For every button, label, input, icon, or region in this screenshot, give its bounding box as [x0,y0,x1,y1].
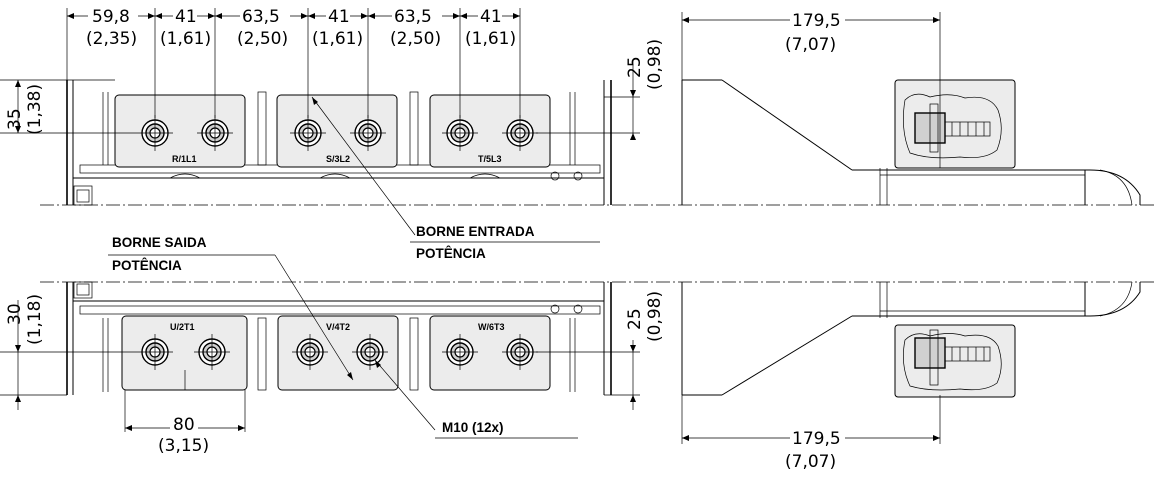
bolt [502,334,538,370]
terminal-label-r: R/1L1 [172,154,197,164]
dim-pitch-1-in: (1,61) [160,29,211,49]
terminal-plate-r [114,94,246,168]
right-dimension-lines [536,60,640,410]
bolt [292,334,328,370]
terminal-label-v: V/4T2 [326,322,350,332]
side-view-top [681,79,1141,206]
dim-left-top: 35 [5,108,25,130]
side-plate-top [894,79,1016,169]
dim-pitch-3-in: (1,61) [465,29,516,49]
terminal-label-s: S/3L2 [326,154,350,164]
callout-bolt-label: M10 (12x) [442,420,504,435]
dim-side-depth-bottom: 179,5 [792,429,841,449]
front-view-bottom [66,281,612,395]
dim-left-bottom-in: (1,18) [25,294,45,345]
dim-side-depth-top-in: (7,07) [785,35,836,55]
callout-output-sub: POTÊNCIA [112,258,182,273]
top-dimension-lines [66,8,521,118]
dim-left-top-in: (1,38) [25,84,45,135]
dim-left-bottom: 30 [5,303,25,325]
dim-pitch-1: 41 [175,7,197,27]
dim-bottom-pitch: 80 [173,415,195,435]
callout-leaders [108,96,600,439]
dim-spacing-2-in: (2,50) [237,29,288,49]
dim-pitch-2-in: (1,61) [312,29,363,49]
output-bolts [137,334,538,370]
side-view-bottom [681,281,1141,398]
left-dimension-lines [0,79,137,410]
dim-side-depth-bottom-in: (7,07) [785,452,836,472]
bolt [350,115,386,151]
dim-right-bottom-in: (0,98) [645,291,665,342]
dim-bottom-pitch-in: (3,15) [158,436,209,456]
dim-spacing-2: 63,5 [242,7,280,27]
dim-spacing-3-in: (2,50) [390,29,441,49]
dim-right-top: 25 [625,56,645,78]
bolt [137,115,173,151]
terminal-plate-u [121,315,248,391]
dim-spacing-1-in: (2,35) [86,29,137,49]
bolt [194,334,230,370]
bolt [352,334,388,370]
bolt [442,115,478,151]
dim-right-bottom: 25 [625,308,645,330]
bolt [197,115,233,151]
callout-input-sub: POTÊNCIA [416,246,486,261]
dim-right-top-in: (0,98) [645,39,665,90]
input-bolts [137,115,538,151]
dim-pitch-2: 41 [328,7,350,27]
bolt [442,334,478,370]
dim-spacing-3: 63,5 [394,7,432,27]
callout-output-label: BORNE SAIDA [112,235,207,250]
terminal-label-w: W/6T3 [478,322,505,332]
dim-spacing-1: 59,8 [92,7,130,27]
bolt [502,115,538,151]
bolt [137,334,173,370]
dim-pitch-3: 41 [480,7,502,27]
terminal-label-u: U/2T1 [170,322,195,332]
terminal-label-t: T/5L3 [478,154,502,164]
dim-side-depth-top: 179,5 [792,11,841,31]
terminal-plate-v [277,315,399,391]
bolt [290,115,326,151]
callout-input-label: BORNE ENTRADA [416,224,535,239]
